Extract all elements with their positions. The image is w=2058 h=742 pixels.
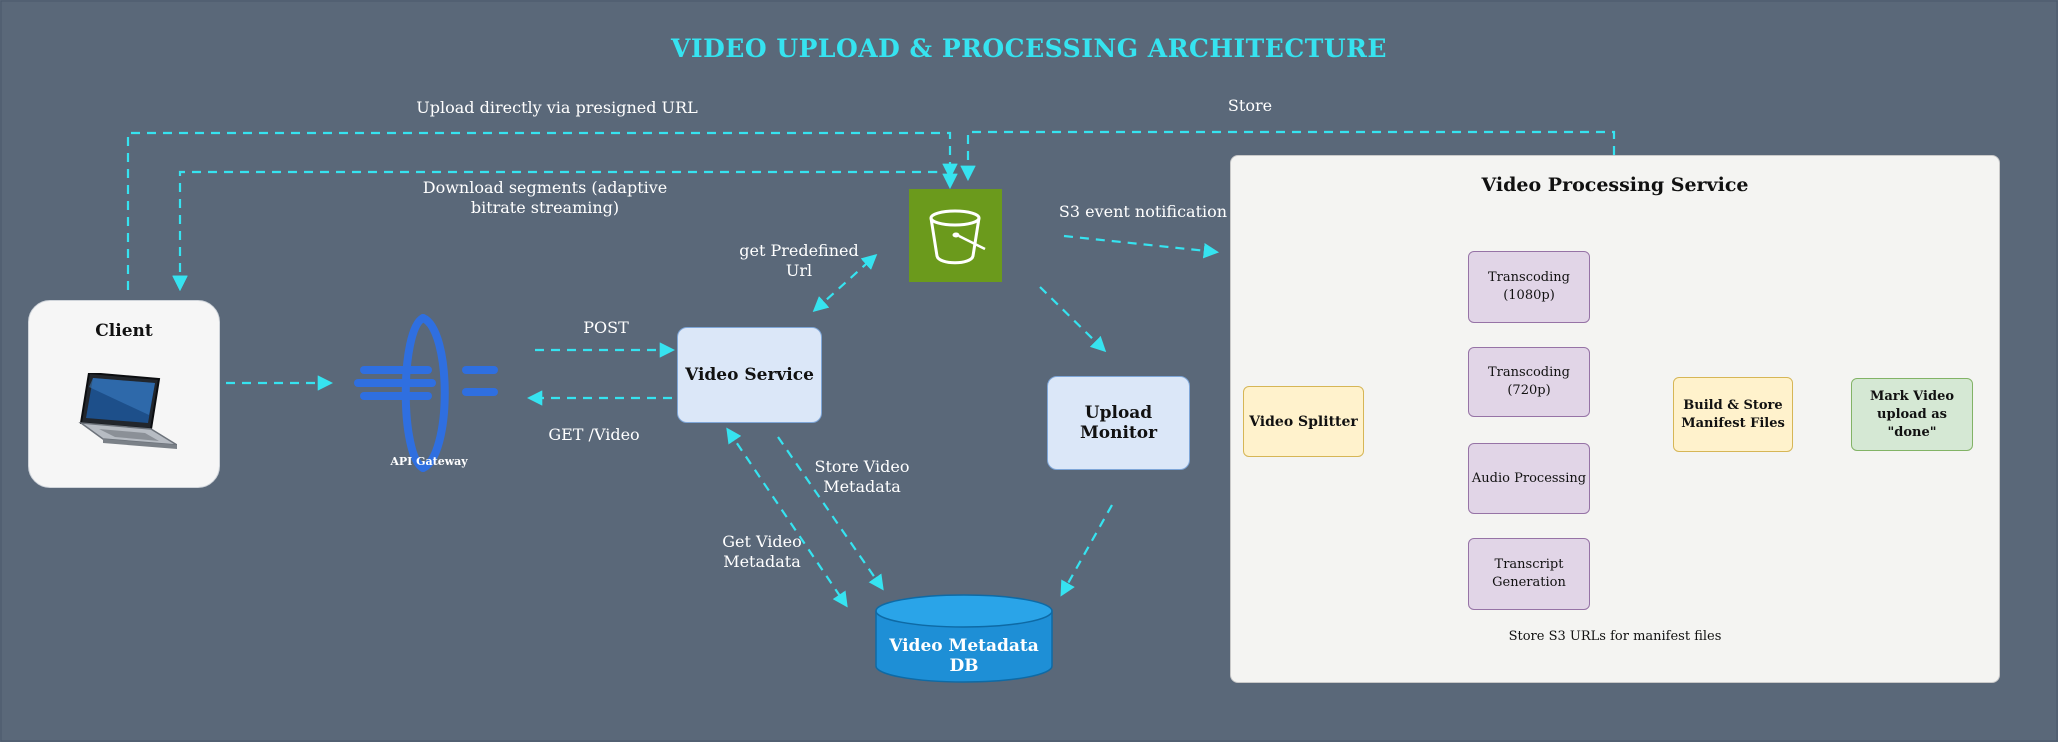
mark-done-node[interactable]: Mark Video upload as "done" xyxy=(1851,378,1973,451)
label-get-metadata: Get Video Metadata xyxy=(722,532,802,571)
client-node[interactable]: Client xyxy=(28,300,220,488)
video-splitter-label: Video Splitter xyxy=(1249,413,1358,430)
upload-monitor-node[interactable]: Upload Monitor xyxy=(1047,376,1190,470)
api-gateway-icon xyxy=(354,314,498,472)
transcoding-1080-node[interactable]: Transcoding (1080p) xyxy=(1468,251,1590,323)
edge-upload-presigned xyxy=(126,131,958,290)
s3-bucket-icon xyxy=(929,209,986,265)
label-store: Store xyxy=(1227,96,1273,115)
label-post: POST xyxy=(583,318,629,337)
manifest-footer-note: Store S3 URLs for manifest files xyxy=(1508,629,1722,644)
label-get-predefined-url: get Predefined Url xyxy=(739,241,859,280)
label-get-video: GET /Video xyxy=(548,425,640,444)
video-splitter-node[interactable]: Video Splitter xyxy=(1243,386,1364,457)
transcoding-720-label: Transcoding (720p) xyxy=(1488,365,1570,398)
transcript-generation-node[interactable]: Transcript Generation xyxy=(1468,538,1590,610)
manifest-builder-label: Build & Store Manifest Files xyxy=(1681,397,1785,431)
page-title: VIDEO UPLOAD & PROCESSING ARCHITECTURE xyxy=(671,34,1387,63)
edge-store xyxy=(960,130,1616,182)
label-upload-presigned: Upload directly via presigned URL xyxy=(416,98,698,117)
s3-bucket-node[interactable] xyxy=(909,189,1002,282)
edge-monitor-db xyxy=(1060,504,1113,597)
metadata-db-label: Video Metadata DB xyxy=(889,636,1039,676)
transcoding-720-node[interactable]: Transcoding (720p) xyxy=(1468,347,1590,417)
api-gateway-label: API Gateway xyxy=(390,455,468,468)
audio-processing-node[interactable]: Audio Processing xyxy=(1468,443,1590,514)
database-icon xyxy=(875,594,1053,683)
transcript-generation-label: Transcript Generation xyxy=(1492,557,1566,590)
upload-monitor-label: Upload Monitor xyxy=(1079,403,1158,443)
mark-done-label: Mark Video upload as "done" xyxy=(1869,388,1955,440)
video-service-label: Video Service xyxy=(685,365,814,385)
client-label: Client xyxy=(95,321,153,341)
edge-get-metadata xyxy=(726,427,848,608)
transcoding-1080-label: Transcoding (1080p) xyxy=(1488,270,1570,303)
edge-store-metadata xyxy=(777,436,884,591)
edge-s3-event xyxy=(1063,234,1220,259)
label-store-metadata: Store Video Metadata xyxy=(814,457,910,496)
label-s3-event: S3 event notification xyxy=(1058,202,1228,221)
processing-service-title: Video Processing Service xyxy=(1481,174,1749,196)
edge-predefined-url xyxy=(812,253,878,313)
audio-processing-label: Audio Processing xyxy=(1471,470,1587,486)
edge-bucket-monitor xyxy=(1039,286,1107,353)
edge-download-segments xyxy=(937,170,945,176)
label-download-segments: Download segments (adaptive bitrate stre… xyxy=(422,178,668,217)
manifest-builder-node[interactable]: Build & Store Manifest Files xyxy=(1673,377,1793,452)
video-service-node[interactable]: Video Service xyxy=(677,327,822,423)
laptop-icon xyxy=(78,373,177,449)
